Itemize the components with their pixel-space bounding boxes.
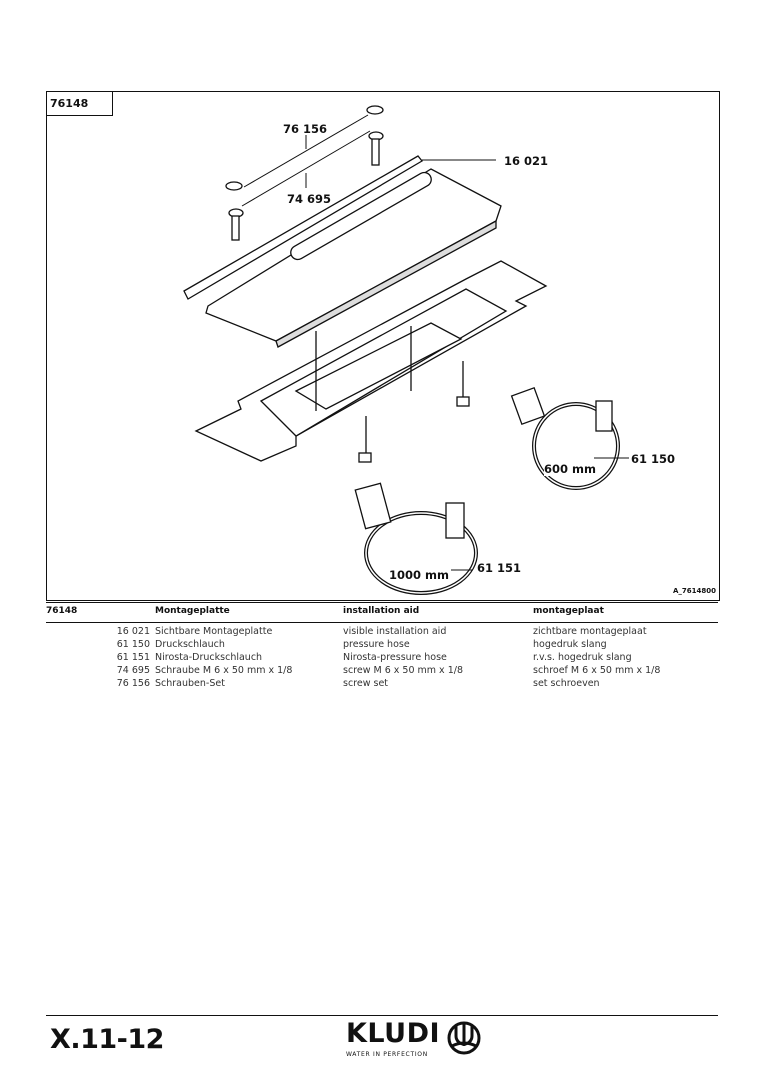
desc-de: Sichtbare Montageplatte <box>155 626 273 637</box>
kludi-emblem-icon <box>447 1021 481 1055</box>
brand-name: KLUDI <box>346 1018 441 1049</box>
callout-74695: 74 695 <box>287 192 332 206</box>
table-row: 74 695 Schraube M 6 x 50 mm x 1/8 screw M … <box>46 665 718 678</box>
table-row: 16 021 Sichtbare Montageplatte visible ins… <box>46 626 718 639</box>
part-number: 61 151 <box>116 652 150 663</box>
hose-length-1000: 1000 mm <box>389 568 449 582</box>
table-row: 61 151 Nirosta-Druckschlauch Nirosta-press… <box>46 652 718 665</box>
callout-76156: 76 156 <box>283 122 328 136</box>
exploded-view-drawing <box>183 105 629 595</box>
pressure-hose-1000 <box>354 482 478 595</box>
header-nl: montageplaat <box>533 606 604 616</box>
desc-de: Schraube M 6 x 50 mm x 1/8 <box>155 665 293 676</box>
mounting-tray <box>194 260 548 463</box>
part-number: 74 695 <box>116 665 150 676</box>
hose-length-600: 600 mm <box>544 462 596 476</box>
desc-de: Nirosta-Druckschlauch <box>155 652 263 663</box>
table-row: 76 156 Schrauben-Set screw set set schroeve… <box>46 678 718 691</box>
page-number: X.11-12 <box>50 1024 164 1055</box>
kludi-logo: KLUDI WATER IN PERFECTION <box>346 1018 481 1058</box>
desc-en: screw set <box>343 678 389 689</box>
desc-en: pressure hose <box>343 639 410 650</box>
header-de: Montageplatte <box>155 606 230 616</box>
desc-nl: hogedruk slang <box>533 639 607 650</box>
part-number: 76 156 <box>116 678 150 689</box>
callout-61150: 61 150 <box>631 452 676 466</box>
header-en: installation aid <box>343 606 420 616</box>
part-number: 16 021 <box>116 626 150 637</box>
desc-de: Druckschlauch <box>155 639 225 650</box>
pressure-hose-600 <box>510 386 620 490</box>
callout-61151: 61 151 <box>477 561 522 575</box>
table-header-rule <box>46 622 718 623</box>
desc-de: Schrauben-Set <box>155 678 225 689</box>
drawing-frame <box>46 91 720 601</box>
callout-16021: 16 021 <box>504 154 549 168</box>
header-number: 76148 <box>46 606 78 616</box>
drawing-reference: A_7614800 <box>672 587 716 595</box>
desc-nl: r.v.s. hogedruk slang <box>533 652 632 663</box>
article-number-box: 76148 <box>46 91 113 116</box>
footer-rule <box>46 1015 718 1016</box>
table-row: 61 150 Druckschlauch pressure hose hogedruk… <box>46 639 718 652</box>
desc-en: Nirosta-pressure hose <box>343 652 447 663</box>
screw-set-parts <box>225 105 384 241</box>
desc-en: visible installation aid <box>343 626 447 637</box>
table-top-rule <box>46 602 718 603</box>
desc-nl: schroef M 6 x 50 mm x 1/8 <box>533 665 661 676</box>
visible-plate-16021 <box>183 155 502 348</box>
brand-tagline: WATER IN PERFECTION <box>346 1051 428 1058</box>
desc-nl: set schroeven <box>533 678 600 689</box>
part-number: 61 150 <box>116 639 150 650</box>
desc-en: screw M 6 x 50 mm x 1/8 <box>343 665 463 676</box>
desc-nl: zichtbare montageplaat <box>533 626 647 637</box>
